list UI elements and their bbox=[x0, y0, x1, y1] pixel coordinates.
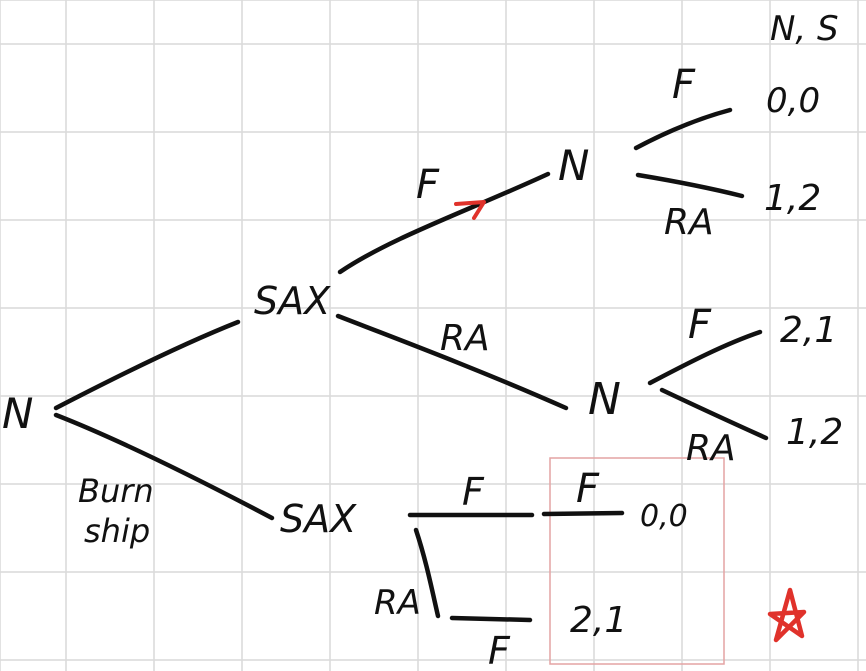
node-n-after-ra: N bbox=[588, 374, 621, 425]
edge-sax-top-f bbox=[337, 171, 551, 275]
choice-arrow-icon bbox=[454, 200, 486, 220]
label-sax-bottom-f: F bbox=[462, 470, 485, 514]
highlight-box bbox=[549, 457, 725, 665]
tree-edges bbox=[53, 107, 769, 623]
edge-ra-branch-f bbox=[449, 615, 533, 623]
payoff-bottom-f-f: 0,0 bbox=[640, 499, 688, 534]
edge-root-to-sax-bottom bbox=[53, 412, 275, 521]
edge-sax-top-ra bbox=[335, 313, 569, 411]
payoff-ra-f: 2,1 bbox=[780, 310, 837, 351]
label-sax-bottom-ra: RA bbox=[374, 583, 421, 623]
edge-root-to-sax-top bbox=[53, 319, 241, 411]
label-n-ra-down: RA bbox=[686, 428, 736, 469]
node-sax-top: SAX bbox=[254, 279, 331, 323]
header-players: N, S bbox=[770, 9, 839, 49]
root-note-line1: Burn bbox=[78, 472, 154, 510]
label-n-f-up: F bbox=[672, 62, 696, 108]
star-icon bbox=[767, 587, 807, 643]
label-ra-branch-f: F bbox=[488, 629, 511, 671]
edge-n-ra-down bbox=[659, 387, 769, 441]
payoff-bottom-ra-f: 2,1 bbox=[570, 600, 627, 641]
root-node-label: N bbox=[2, 389, 33, 438]
edge-n-ra-up bbox=[647, 329, 763, 386]
label-sax-top-f: F bbox=[416, 162, 440, 208]
node-n-after-f: N bbox=[558, 141, 589, 190]
edge-sax-bottom-f-2 bbox=[541, 510, 625, 517]
payoff-ra-ra: 1,2 bbox=[786, 412, 843, 453]
payoff-f-f: 0,0 bbox=[766, 81, 820, 121]
root-note-line2: ship bbox=[84, 512, 150, 550]
node-sax-bottom: SAX bbox=[280, 497, 357, 541]
label-boxed-f: F bbox=[576, 466, 600, 512]
label-n-f-down: RA bbox=[664, 202, 714, 243]
label-n-ra-up: F bbox=[688, 302, 712, 348]
edge-sax-bottom-ra bbox=[413, 527, 441, 619]
edge-n-f-up bbox=[633, 107, 733, 151]
label-sax-top-ra: RA bbox=[440, 318, 490, 359]
edge-n-f-down bbox=[635, 172, 745, 199]
payoff-f-ra: 1,2 bbox=[764, 178, 821, 219]
